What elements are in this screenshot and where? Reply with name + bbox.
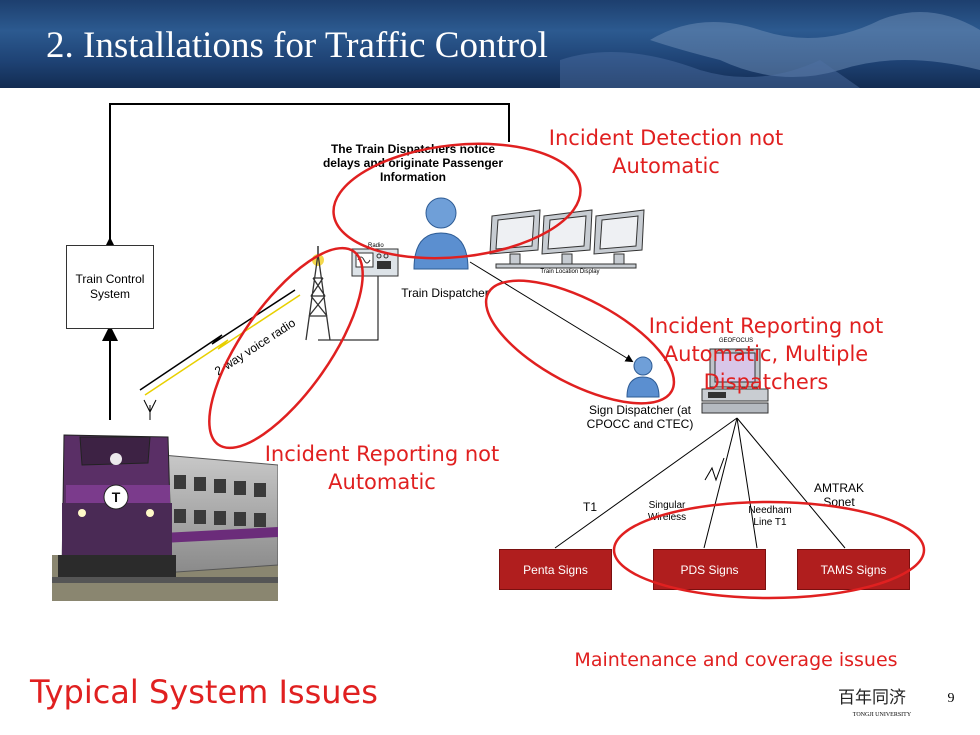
sign-dispatcher-label: Sign Dispatcher (at CPOCC and CTEC) (586, 403, 694, 431)
typical-system-issues-heading: Typical System Issues (30, 673, 378, 711)
singular-wireless-label: Singular Wireless (647, 500, 687, 523)
issue-detection-text: Incident Detection not Automatic (548, 126, 784, 178)
train-control-system-box: Train Control System (66, 245, 154, 329)
geofocus-label: GEOFOCUS (718, 338, 754, 344)
issue-maintenance-text: Maintenance and coverage issues (574, 649, 898, 671)
commuter-train-image: T (52, 434, 278, 601)
train-dispatcher-label: Train Dispatcher (401, 286, 489, 300)
penta-signs-box: Penta Signs (499, 549, 612, 590)
slide-title: 2. Installations for Traffic Control (46, 25, 548, 66)
banner-texture (560, 12, 980, 88)
pds-signs-box: PDS Signs (653, 549, 766, 590)
geofocus-computer-icon (701, 348, 769, 414)
issue-reporting-text: Incident Reporting not Automatic (264, 442, 500, 494)
train-location-display-label: Train Location Display (540, 269, 600, 275)
page-number: 9 (947, 691, 955, 706)
title-banner: 2. Installations for Traffic Control (0, 0, 980, 88)
svg-text:百年同济: 百年同济 (838, 688, 906, 708)
tongji-logo: 百年同济 (838, 688, 906, 708)
tongji-university-label: TONGJI UNIVERSITY (852, 712, 912, 718)
train-logo-text: T (112, 489, 121, 505)
radio-label: Radio (368, 243, 384, 249)
issue-reporting-multiple-text: Incident Reporting not Automatic, Multip… (648, 314, 884, 394)
t1-label: T1 (582, 500, 597, 514)
train-control-system-label: Train Control System (75, 272, 145, 301)
dispatcher-note: The Train Dispatchers notice delays and … (322, 142, 504, 184)
sign-dispatcher-icon (626, 356, 660, 398)
train-dispatcher-icon (413, 197, 469, 270)
train-location-monitors-icon (489, 209, 645, 269)
needham-line-label: Needham Line T1 (748, 505, 792, 528)
